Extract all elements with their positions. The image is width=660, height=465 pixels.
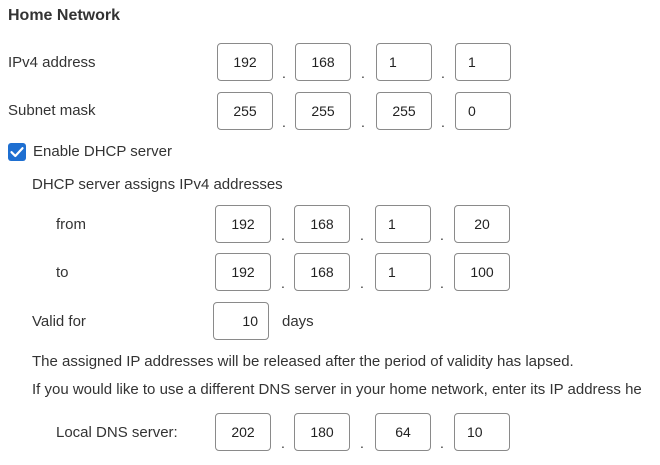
octet-separator: . (440, 227, 444, 243)
checkmark-icon (10, 147, 24, 158)
enable-dhcp-label[interactable]: Enable DHCP server (33, 143, 172, 160)
to-octet-4-input[interactable]: 100 (454, 253, 510, 291)
ipv4-octet-2-input[interactable]: 168 (295, 43, 351, 81)
ipv4-address-label: IPv4 address (8, 54, 96, 71)
local-dns-label: Local DNS server: (56, 424, 178, 441)
dns-octet-3-input[interactable]: 64 (375, 413, 431, 451)
dns-octet-4-input[interactable]: 10 (454, 413, 510, 451)
octet-separator: . (360, 435, 364, 451)
to-octet-1-input[interactable]: 192 (215, 253, 271, 291)
valid-for-label: Valid for (32, 313, 86, 330)
lease-days-input[interactable]: 10 (213, 302, 269, 340)
from-octet-4-input[interactable]: 20 (454, 205, 510, 243)
from-octet-3-input[interactable]: 1 (375, 205, 431, 243)
octet-separator: . (360, 227, 364, 243)
to-octet-3-input[interactable]: 1 (375, 253, 431, 291)
from-octet-1-input[interactable]: 192 (215, 205, 271, 243)
octet-separator: . (282, 114, 286, 130)
ipv4-octet-4-input[interactable]: 1 (455, 43, 511, 81)
octet-separator: . (281, 435, 285, 451)
subnet-octet-4-input[interactable]: 0 (455, 92, 511, 130)
octet-separator: . (361, 114, 365, 130)
octet-separator: . (281, 227, 285, 243)
section-title: Home Network (8, 7, 121, 24)
range-from-label: from (56, 216, 86, 233)
to-octet-2-input[interactable]: 168 (294, 253, 350, 291)
dns-octet-1-input[interactable]: 202 (215, 413, 271, 451)
octet-separator: . (281, 275, 285, 291)
octet-separator: . (440, 275, 444, 291)
subnet-mask-label: Subnet mask (8, 102, 96, 119)
octet-separator: . (282, 65, 286, 81)
dns-octet-2-input[interactable]: 180 (294, 413, 350, 451)
octet-separator: . (360, 275, 364, 291)
octet-separator: . (440, 435, 444, 451)
dhcp-assigns-label: DHCP server assigns IPv4 addresses (32, 176, 283, 193)
subnet-octet-2-input[interactable]: 255 (295, 92, 351, 130)
octet-separator: . (361, 65, 365, 81)
lease-days-unit: days (282, 313, 314, 330)
enable-dhcp-checkbox[interactable] (8, 143, 26, 161)
subnet-octet-3-input[interactable]: 255 (376, 92, 432, 130)
ipv4-octet-1-input[interactable]: 192 (217, 43, 273, 81)
range-to-label: to (56, 264, 69, 281)
release-note: The assigned IP addresses will be releas… (32, 353, 574, 370)
ipv4-octet-3-input[interactable]: 1 (376, 43, 432, 81)
from-octet-2-input[interactable]: 168 (294, 205, 350, 243)
octet-separator: . (441, 114, 445, 130)
subnet-octet-1-input[interactable]: 255 (217, 92, 273, 130)
dns-note: If you would like to use a different DNS… (32, 381, 642, 398)
octet-separator: . (441, 65, 445, 81)
